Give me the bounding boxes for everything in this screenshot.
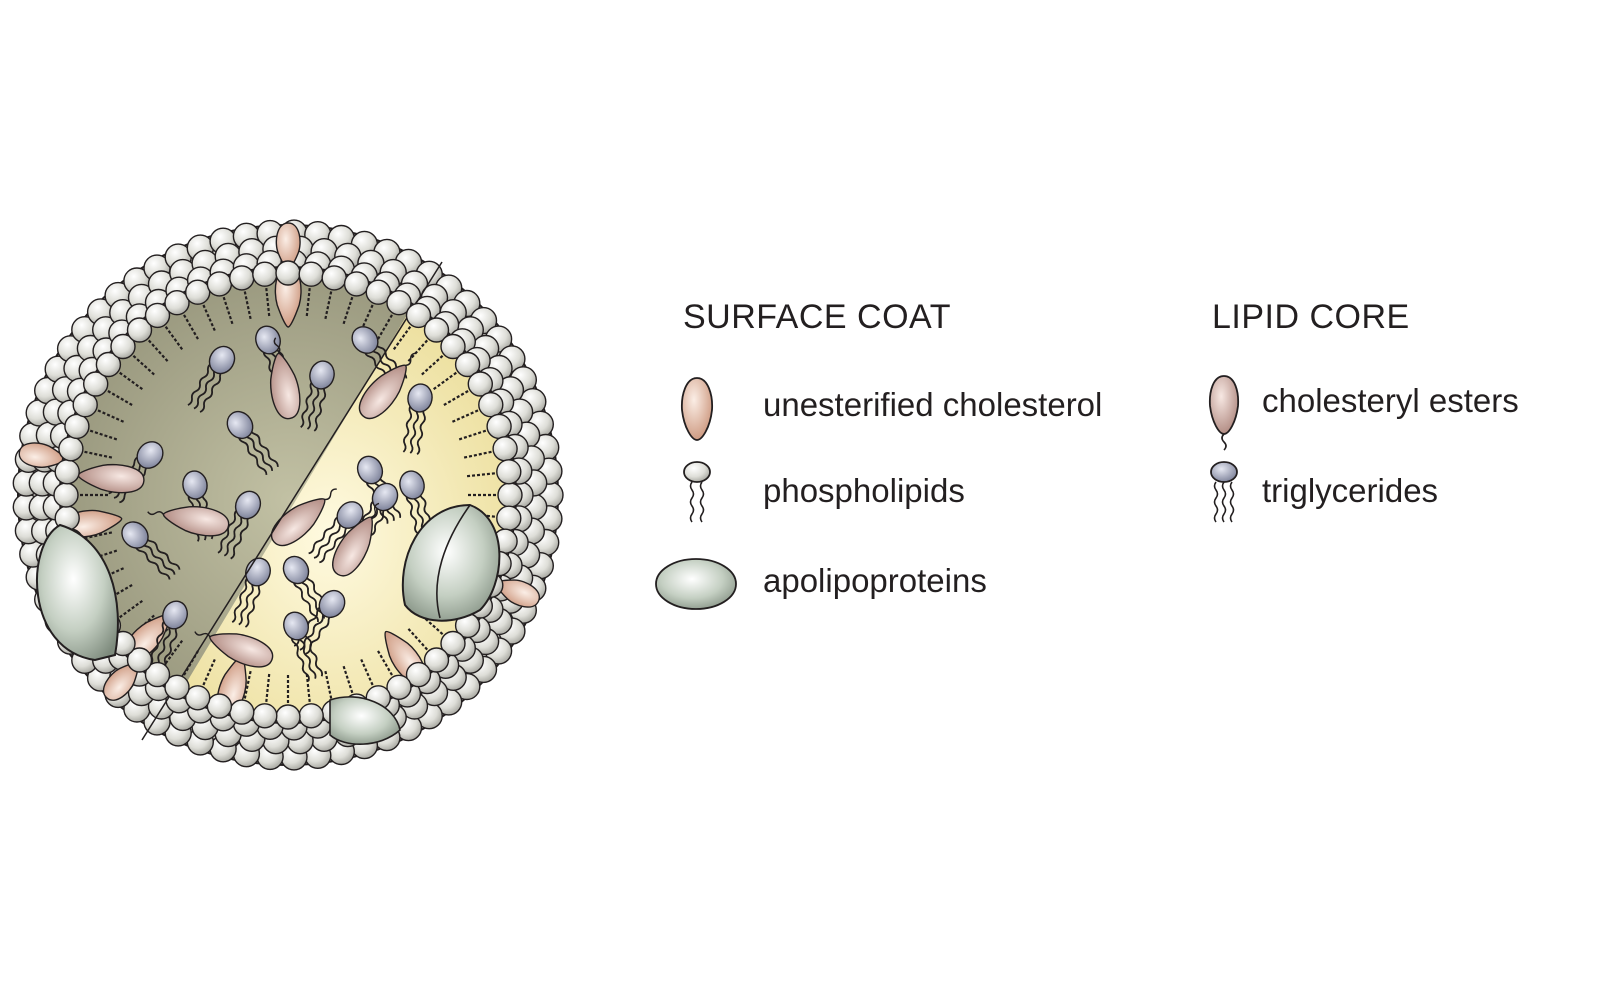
phospholipid-head [144,661,171,688]
phospholipid-head [440,630,466,657]
phospholipid-head [496,505,522,531]
phospholipid-icon [683,461,711,523]
legend-label-triglycerides: triglycerides [1262,472,1439,509]
triglyceride-icon [1210,461,1238,523]
cholesteryl-ester-icon [1208,375,1240,451]
phospholipid-head [144,302,171,329]
phospholipid-head [440,333,466,360]
triglyceride [402,383,433,456]
phospholipid-head [126,317,153,343]
phospholipid-head [343,271,370,297]
phospholipid-head [321,265,347,291]
triglyceride [121,521,181,580]
phospholipid-head [252,703,278,729]
cholesteryl-ester [271,488,337,547]
triglyceride [300,360,335,432]
phospholipid-head [95,351,122,378]
phospholipid-head [164,674,190,700]
surface-rim [53,260,523,730]
apolipoprotein-left [36,523,119,662]
phospholipid-head [405,661,432,688]
phospholipid-head [467,371,493,397]
legend-label-cholesteryl-esters: cholesteryl esters [1262,382,1519,419]
phospholipid-head [82,371,109,397]
cholesterol-teardrop-icon [681,377,713,441]
apolipoprotein-right [401,503,501,622]
phospholipid-head [497,482,523,508]
surface-coat-heading: SURFACE COAT [683,298,951,336]
phospholipid-head [386,290,412,316]
phospholipid-head [72,392,98,418]
apolipoprotein-ellipse-icon [655,558,737,610]
phospholipid-head [229,265,255,291]
cholesteryl-ester [147,506,230,537]
phospholipid-head [252,261,278,287]
legend-label-apolipoproteins: apolipoproteins [763,562,987,599]
phospholipid-head [423,647,450,673]
apolipoprotein-bottom [329,696,401,745]
cut-edge [141,261,443,741]
phospholipid-head [478,392,504,418]
phospholipid-head [275,260,301,286]
legend-label-phospholipids: phospholipids [763,472,965,509]
phospholipid-head [405,302,432,329]
phospholipid-head [386,674,412,700]
phospholipid-head [53,482,79,508]
cholesteryl-ester [332,502,380,577]
phospholipid-head [454,351,481,378]
phospholipid-head [58,436,84,462]
lipoprotein-particle [12,219,564,771]
phospholipid-head [496,459,522,485]
phospholipid-head [423,317,450,343]
phospholipid-head [298,703,324,729]
phospholipid-head [206,693,233,719]
triglyceride [187,345,236,413]
phospholipid-head [206,271,233,297]
phospholipid-head [184,685,211,711]
phospholipid-head [486,413,512,440]
legend-label-unesterified-cholesterol: unesterified cholesterol [763,386,1103,423]
phospholipid-head [492,436,518,462]
triglyceride [226,410,279,475]
phospholipid-head [110,333,136,360]
phospholipid-head [365,279,391,305]
phospholipid-head [54,459,80,485]
phospholipid-head [275,704,301,730]
cholesteryl-ester [358,352,416,419]
triglyceride [308,501,364,564]
phospholipid-head [164,290,190,316]
phospholipid-head [184,279,211,305]
triglyceride [217,490,262,560]
cholesteryl-ester [270,337,301,420]
triglyceride [351,326,408,388]
phospholipid-head [126,647,153,673]
phospholipid-head [64,413,90,440]
phospholipid-head [298,261,324,287]
phospholipid-head [229,699,255,725]
lipid-core-heading: LIPID CORE [1212,298,1410,336]
triglyceride [283,611,324,682]
triglyceride [148,600,188,671]
